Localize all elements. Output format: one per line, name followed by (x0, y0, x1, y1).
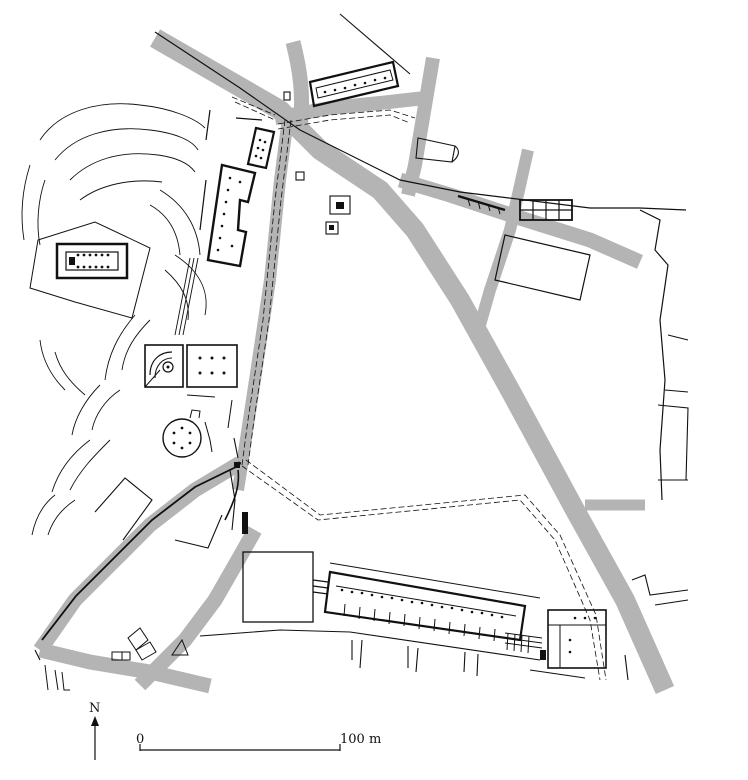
south-square-building (242, 551, 329, 623)
upper-cross-road (273, 91, 426, 125)
southwest-exit-road (38, 642, 212, 694)
south-road (134, 526, 262, 691)
north-stoa (283, 13, 411, 108)
temple-outer (55, 242, 129, 280)
southeast-complex (540, 574, 689, 681)
northeast-road (401, 56, 440, 197)
scale-start-label: 0 (136, 732, 144, 747)
city-wall (41, 461, 242, 641)
temple-columns (76, 253, 110, 269)
temple-terrace (29, 221, 151, 319)
west-buildings (199, 109, 276, 268)
theatre (144, 344, 184, 388)
west-long-building (206, 163, 257, 268)
stairway (174, 257, 199, 336)
north-label: N (89, 701, 100, 716)
north-arrow: N (89, 701, 100, 760)
acropolis-temple (29, 221, 151, 319)
scale-bar: 0 100 m (136, 732, 381, 751)
tholos (162, 409, 239, 459)
north-boundary (154, 31, 687, 211)
acropolis-contours (21, 103, 207, 536)
north-small-stoa (246, 126, 276, 170)
small-north-structures (295, 137, 459, 235)
south-gate-cluster (44, 627, 189, 691)
south-stoa (323, 562, 543, 654)
east-buildings (457, 194, 689, 501)
central-road (232, 117, 294, 491)
temple-cella (65, 251, 119, 271)
southwest-structures (34, 469, 248, 661)
southwest-road (33, 456, 244, 655)
scale-end-label: 100 m (340, 732, 381, 747)
hypostyle-hall (186, 344, 238, 429)
south-rooms (199, 629, 586, 679)
main-diagonal-road (150, 29, 675, 695)
ancient-road-traces (231, 96, 607, 681)
